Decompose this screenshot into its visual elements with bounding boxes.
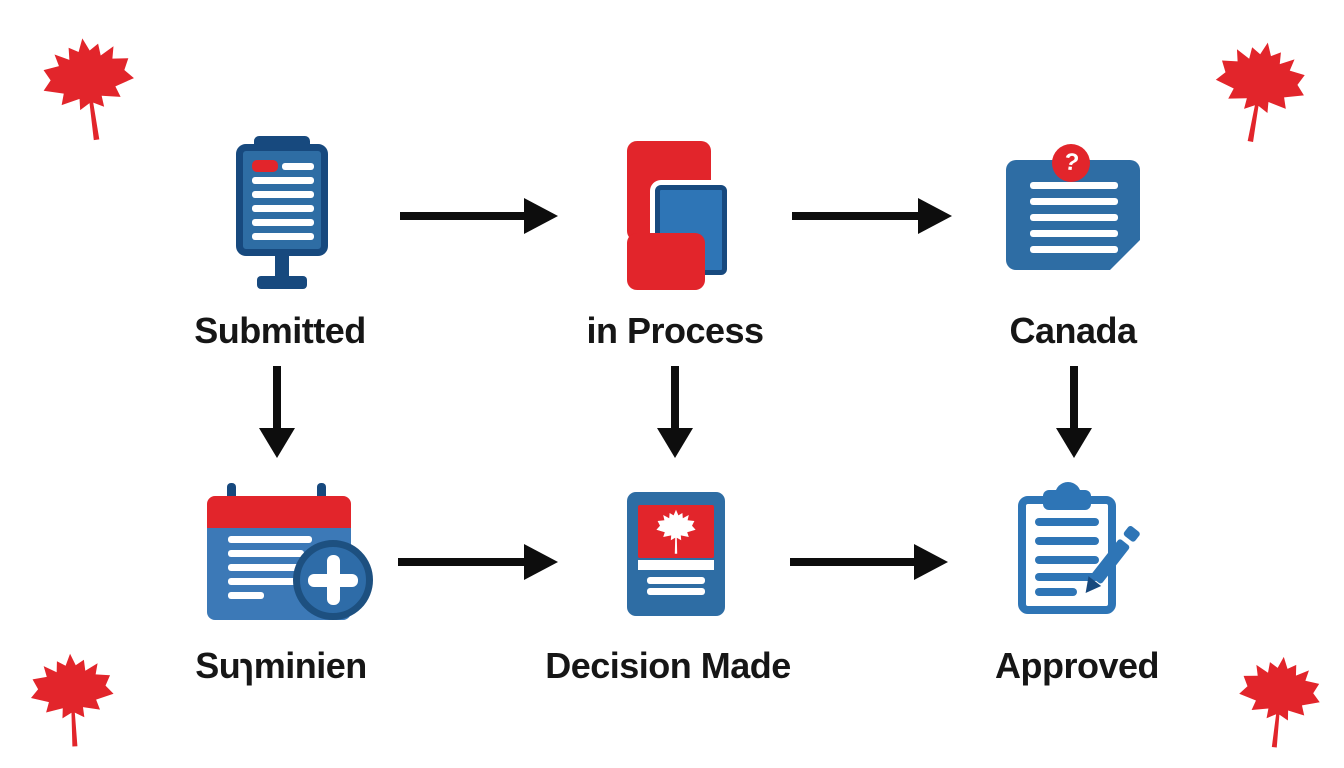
arrow-right-icon bbox=[792, 196, 952, 236]
stage-label-in-process: in Process bbox=[586, 310, 764, 351]
calendar-text-line bbox=[228, 592, 264, 599]
clipboard-text-line bbox=[1035, 537, 1099, 545]
passport-text-line bbox=[647, 588, 705, 595]
maple-leaf-icon bbox=[655, 509, 697, 555]
signboard-text-line bbox=[252, 205, 314, 212]
note-text-line bbox=[1030, 246, 1118, 253]
note-text-line bbox=[1030, 230, 1118, 237]
note-text-line bbox=[1030, 214, 1118, 221]
stage-label-approved: Approved bbox=[994, 645, 1160, 686]
clipboard-clip bbox=[1043, 490, 1091, 510]
calendar-text-line bbox=[228, 536, 312, 543]
note-text-line bbox=[1030, 182, 1118, 189]
passport-text-line bbox=[647, 577, 705, 584]
signboard-text-line bbox=[282, 163, 314, 170]
maple-leaf-icon bbox=[1202, 32, 1317, 152]
stage-label-appointment: Suɿminien bbox=[195, 645, 367, 686]
alert-badge-icon: ? bbox=[1052, 144, 1090, 182]
arrow-down-icon bbox=[1056, 366, 1092, 458]
stage-label-canada: Canada bbox=[1009, 310, 1137, 351]
pen-cap bbox=[1122, 524, 1141, 543]
passport-maple-leaf-icon bbox=[627, 492, 725, 616]
arrow-right-icon bbox=[398, 542, 558, 582]
clipboard-text-line bbox=[1035, 588, 1077, 596]
clipboard-text-line bbox=[1035, 518, 1099, 526]
arrow-right-icon bbox=[400, 196, 558, 236]
signboard-text-line bbox=[252, 219, 314, 226]
arrow-right-icon bbox=[790, 542, 948, 582]
signboard-text-line bbox=[252, 177, 314, 184]
clipboard-text-line bbox=[1035, 556, 1099, 564]
stage-label-decision-made: Decision Made bbox=[545, 645, 791, 686]
folder-red-front bbox=[627, 233, 705, 290]
stage-label-submitted: Submitted bbox=[194, 310, 366, 351]
plus-icon bbox=[327, 555, 340, 605]
folder-documents-icon bbox=[625, 140, 735, 292]
clipboard-body bbox=[1018, 496, 1116, 614]
signboard-document-icon bbox=[232, 128, 332, 292]
signboard-base bbox=[257, 276, 307, 289]
calendar-text-line bbox=[228, 578, 296, 585]
note-folded-corner bbox=[1110, 240, 1140, 270]
signboard-red-line bbox=[252, 160, 278, 172]
arrow-down-icon bbox=[259, 366, 295, 458]
calendar-add-icon bbox=[205, 483, 377, 623]
arrow-down-icon bbox=[657, 366, 693, 458]
note-text-line bbox=[1030, 198, 1118, 205]
calendar-peg bbox=[317, 483, 326, 507]
passport-band bbox=[638, 560, 714, 570]
add-circle bbox=[293, 540, 373, 620]
signboard-text-line bbox=[252, 233, 314, 240]
maple-leaf-icon bbox=[35, 30, 144, 149]
signboard-stand bbox=[275, 254, 289, 280]
clipboard-text-line bbox=[1035, 573, 1099, 581]
maple-leaf-icon bbox=[1228, 650, 1329, 754]
calendar-text-line bbox=[228, 550, 304, 557]
signboard-text-line bbox=[252, 191, 314, 198]
calendar-text-line bbox=[228, 564, 304, 571]
maple-leaf-icon bbox=[22, 650, 124, 752]
calendar-peg bbox=[227, 483, 236, 507]
clipboard-pen-icon bbox=[1015, 478, 1141, 620]
note-alert-icon: ? bbox=[1004, 144, 1144, 274]
calendar-header bbox=[207, 496, 351, 528]
